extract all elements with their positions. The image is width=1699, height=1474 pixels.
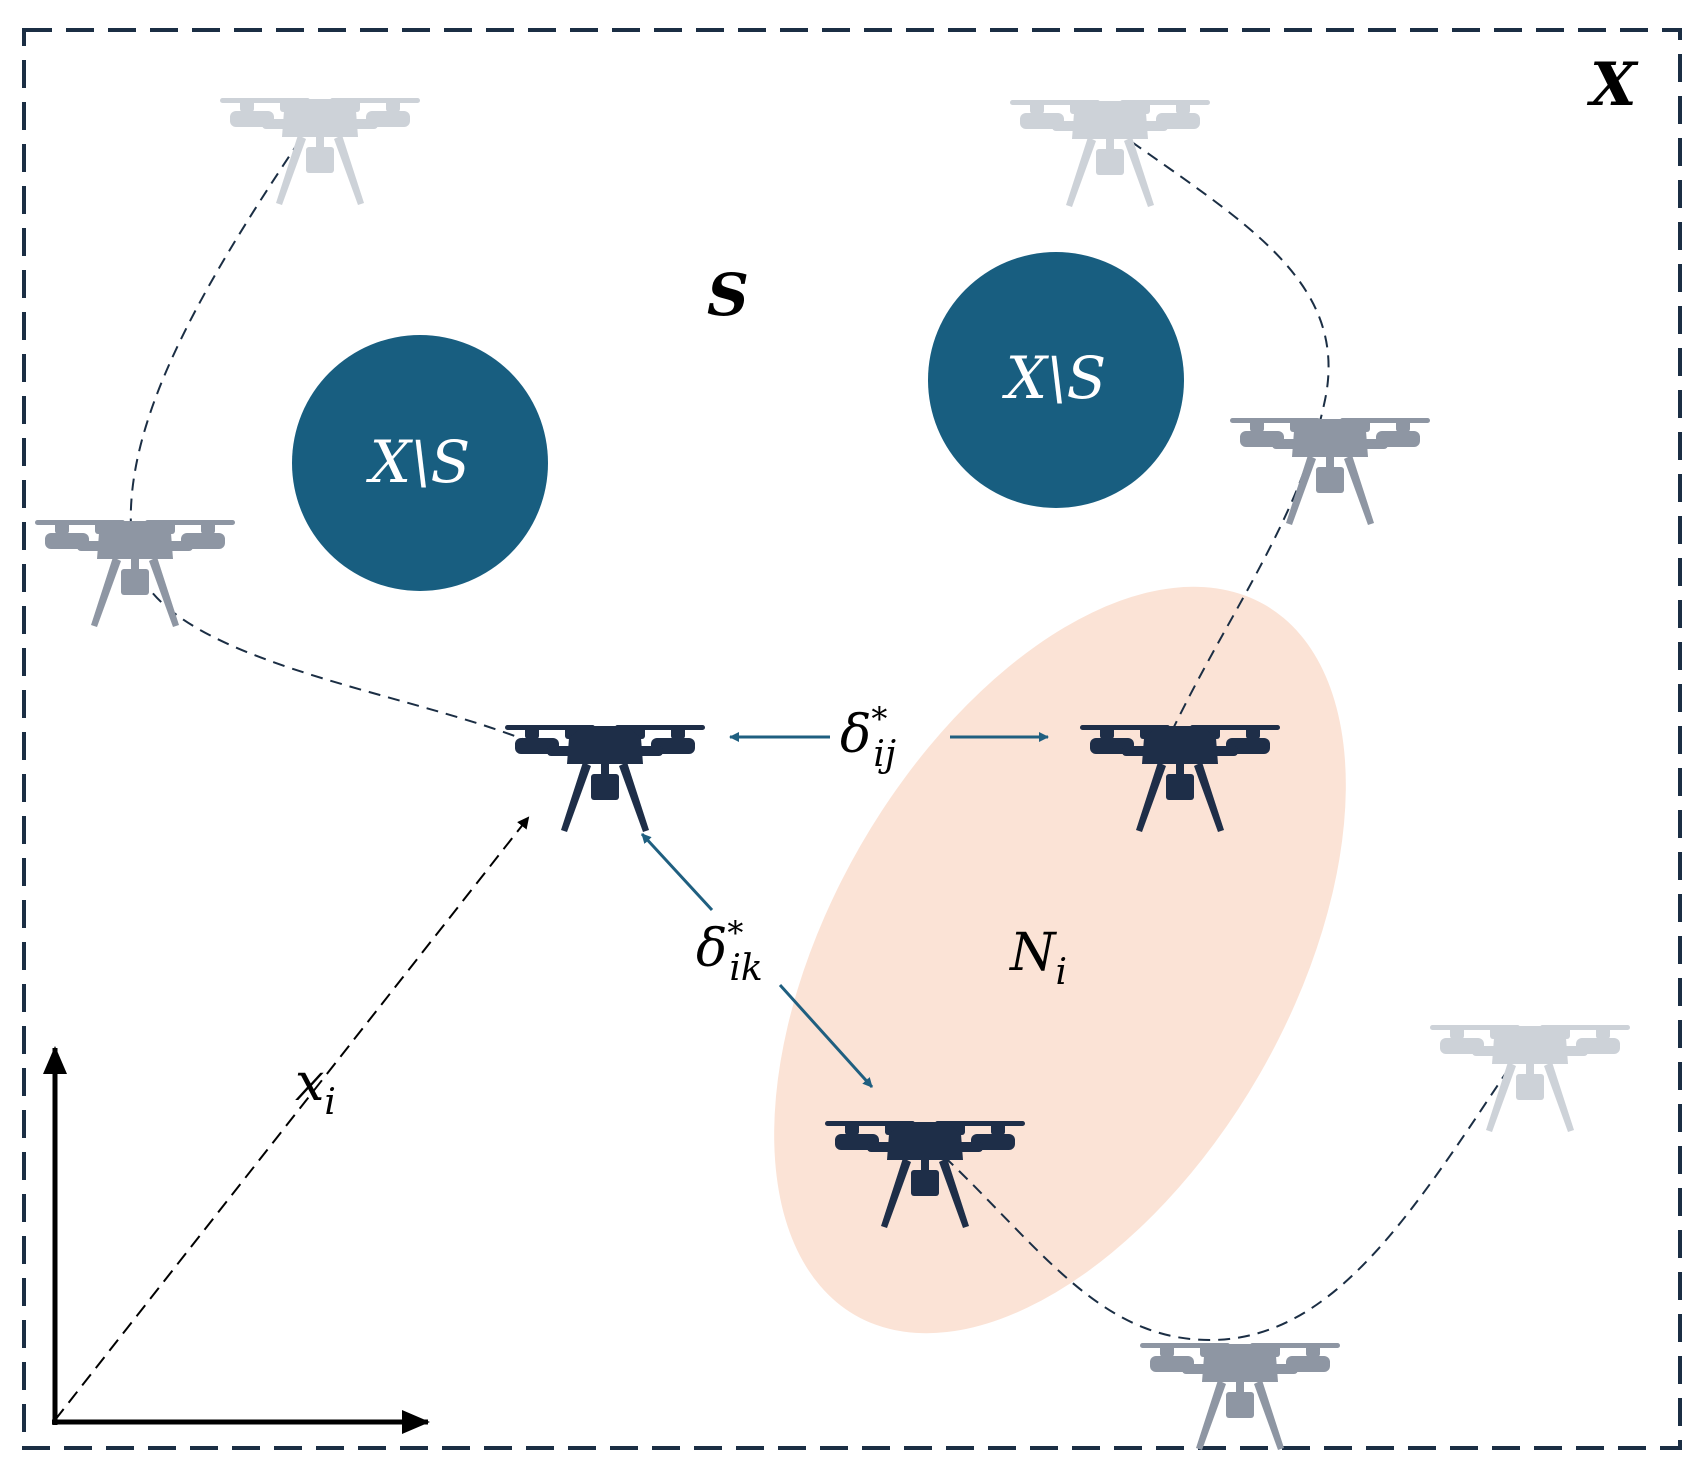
distance-arrow-ik-down — [778, 983, 874, 1089]
obstacle-right-label: X\S — [1002, 344, 1107, 412]
trajectory-right — [1114, 129, 1330, 736]
delta-ik-label: δ*ik — [696, 914, 763, 989]
drone-icon — [35, 520, 235, 627]
safe-set-label: S — [707, 261, 749, 329]
drone-icon — [220, 98, 420, 205]
obstacle-left — [292, 335, 548, 591]
workspace-label: X — [1586, 50, 1639, 120]
trajectory-bottom — [914, 1039, 1529, 1342]
drone-icon — [1010, 100, 1210, 207]
position-vector — [54, 816, 530, 1421]
neighborhood-label: Ni — [1008, 923, 1067, 993]
obstacle-left-label: X\S — [366, 428, 471, 496]
drone-icon — [505, 725, 705, 832]
distance-arrow-ik-up — [640, 832, 714, 912]
position-label: xi — [295, 1053, 336, 1123]
drone-icon — [1230, 418, 1430, 525]
drone-icon — [1140, 1343, 1340, 1450]
delta-ij-label: δ*ij — [840, 700, 896, 775]
drone-icon — [1430, 1025, 1630, 1132]
obstacle-right — [928, 252, 1184, 508]
workspace-border — [22, 28, 1682, 1450]
